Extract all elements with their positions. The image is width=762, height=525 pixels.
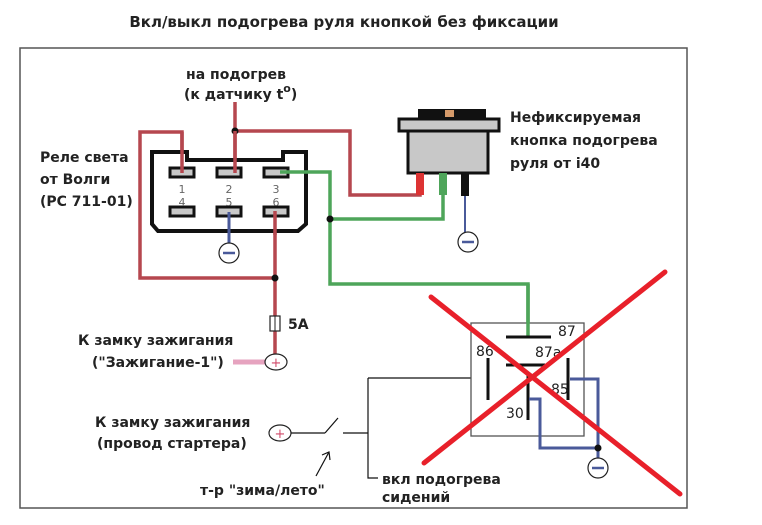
switch-wires [291, 377, 488, 479]
button-label-line3: руля от i40 [510, 156, 600, 172]
pin-label-4: 4 [179, 196, 186, 209]
button-label-line1: Нефиксируемая [510, 110, 641, 126]
cross-out-icon [421, 269, 683, 497]
ground-terminal-auto-relay [587, 457, 609, 479]
pin-label-5: 5 [226, 196, 233, 209]
svg-text:+: + [271, 356, 282, 371]
heater-button [397, 109, 501, 196]
light-relay-label-line1: Реле света [40, 150, 129, 166]
junction-dot [326, 215, 334, 223]
relay-pin-87: 87 [558, 324, 576, 340]
plus-terminal-ignition1: + [264, 353, 288, 371]
switch-label: т-р "зима/лето" [200, 483, 325, 499]
light-relay-label-line3: (РС 711-01) [40, 194, 133, 210]
diagram-frame [19, 47, 688, 509]
heater-label-line1: на подогрев [186, 67, 286, 83]
light-relay-label-line2: от Волги [40, 172, 110, 188]
ground-terminal-button [457, 231, 479, 253]
relay-pin-2 [215, 166, 243, 179]
button-indicator [445, 110, 454, 117]
pin-label-1: 1 [179, 183, 186, 196]
ground-terminal-relay [218, 242, 240, 264]
pin-label-3: 3 [273, 183, 280, 196]
pin-label-6: 6 [273, 196, 280, 209]
svg-text:+: + [275, 427, 286, 442]
button-label-line2: кнопка подогрева [510, 133, 658, 149]
wire-to-auto-relay [328, 219, 530, 330]
heater-label-line2: (к датчику to) [184, 82, 297, 103]
ignition1-label-line1: К замку зажигания [78, 333, 233, 349]
relay-pin-30: 30 [506, 406, 524, 422]
junction-dot [271, 274, 279, 282]
arrow-icon [315, 451, 331, 477]
relay-pin-86: 86 [476, 344, 494, 360]
seat-heater-label-line1: вкл подогрева [382, 472, 501, 488]
relay-pin-4 [168, 205, 196, 218]
fuse-label: 5А [288, 317, 309, 333]
diagram-title: Вкл/выкл подогрева руля кнопкой без фикс… [129, 13, 558, 31]
ignition2-label-line2: (провод стартера) [97, 436, 247, 452]
ignition2-label-line1: К замку зажигания [95, 415, 250, 431]
switch-blade [324, 417, 339, 434]
plus-terminal-ignition2: + [268, 424, 292, 442]
seat-heater-label-line2: сидений [382, 490, 450, 506]
blue-wires-relay [529, 377, 600, 460]
ignition1-label-line2: ("Зажигание-1") [92, 355, 224, 371]
pin-label-2: 2 [226, 183, 233, 196]
junction-dot [594, 444, 602, 452]
